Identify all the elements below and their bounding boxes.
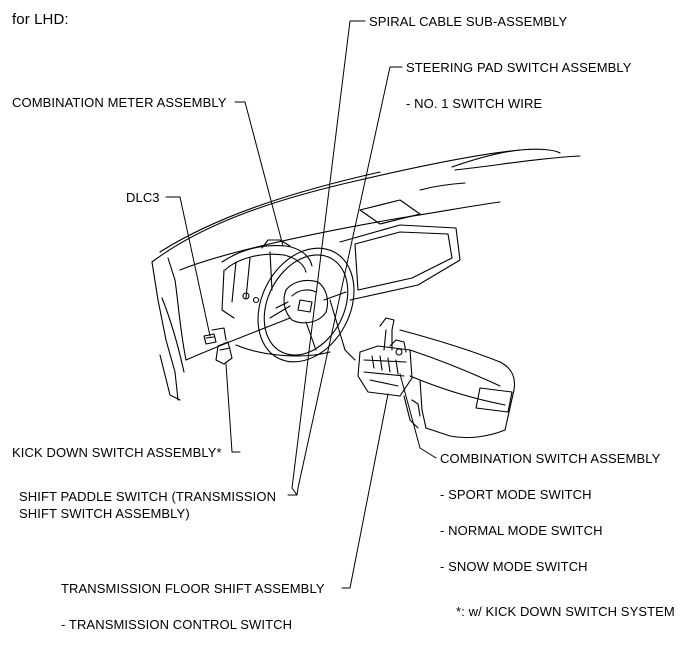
label-shift-paddle-line1: SHIFT PADDLE SWITCH (TRANSMISSION: [19, 489, 277, 504]
label-combination-meter: COMBINATION METER ASSEMBLY: [12, 95, 227, 110]
label-shift-paddle-line2: SHIFT SWITCH ASSEMBLY): [19, 506, 190, 521]
floor-shift-shape: [357, 317, 413, 397]
label-transmission-control: - TRANSMISSION CONTROL SWITCH: [61, 617, 293, 632]
kick-down-switch-shape: [211, 327, 233, 365]
label-sport-mode: - SPORT MODE SWITCH: [440, 487, 592, 502]
combination-meter-shape: [221, 239, 313, 319]
center-console-shape: [399, 329, 516, 439]
label-combination-switch: COMBINATION SWITCH ASSEMBLY: [440, 451, 661, 466]
dlc3-connector-shape: [203, 333, 217, 345]
label-spiral-cable: SPIRAL CABLE SUB-ASSEMBLY: [369, 14, 568, 29]
page-heading: for LHD:: [12, 11, 69, 28]
label-dlc3: DLC3: [126, 190, 160, 205]
label-no1-switch-wire: - NO. 1 SWITCH WIRE: [406, 96, 543, 111]
label-steering-pad: STEERING PAD SWITCH ASSEMBLY: [406, 60, 632, 75]
footnote: *: w/ KICK DOWN SWITCH SYSTEM: [456, 604, 675, 619]
label-kick-down: KICK DOWN SWITCH ASSEMBLY*: [12, 445, 222, 460]
dashboard-outline: [151, 148, 581, 401]
label-normal-mode: - NORMAL MODE SWITCH: [440, 523, 603, 538]
leader-lines: [165, 20, 437, 589]
label-floor-shift: TRANSMISSION FLOOR SHIFT ASSEMBLY: [61, 581, 325, 596]
label-snow-mode: - SNOW MODE SWITCH: [440, 559, 588, 574]
steering-wheel-shape: [257, 247, 355, 363]
